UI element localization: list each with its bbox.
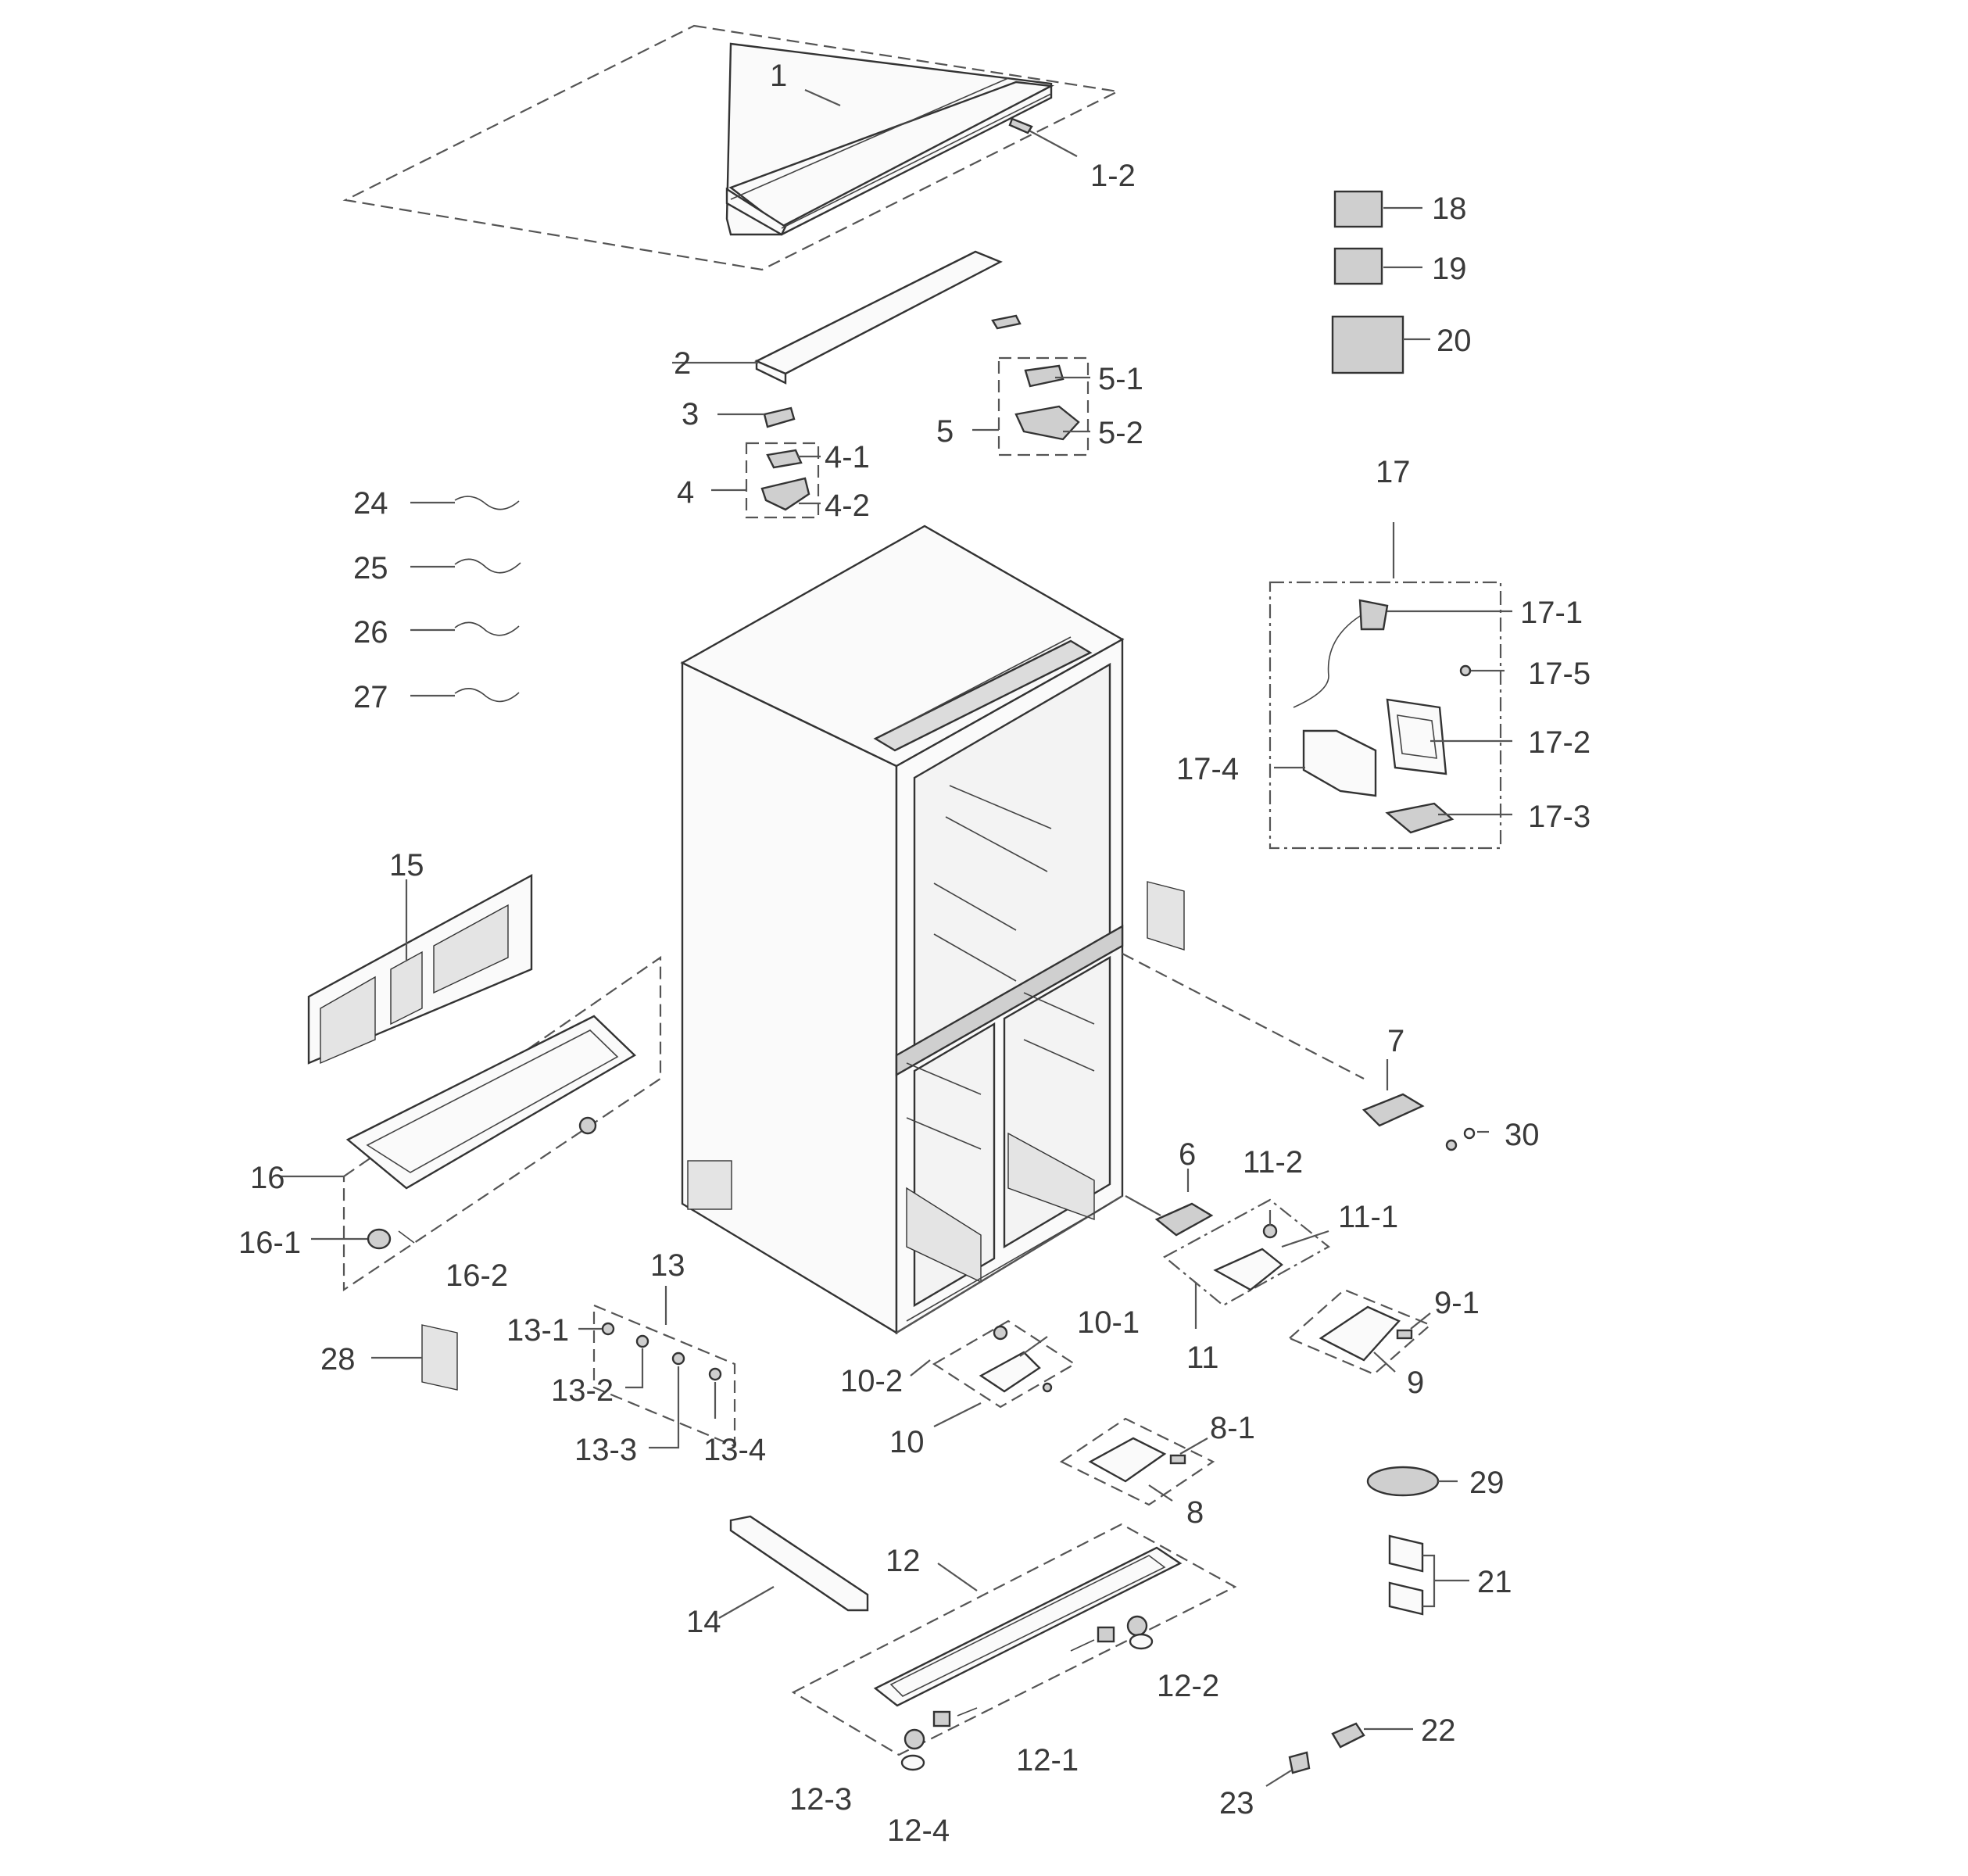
part-22-connector: [1331, 1722, 1413, 1749]
label-6: 6: [1179, 1137, 1196, 1172]
part-12-lower-base: [791, 1523, 1237, 1771]
label-23: 23: [1219, 1786, 1254, 1821]
label-9-1: 9-1: [1434, 1286, 1480, 1320]
wire-harness-24: [410, 496, 520, 510]
wire-harness-25: [410, 558, 521, 574]
label-8-1: 8-1: [1210, 1411, 1255, 1445]
label-1-2: 1-2: [1090, 159, 1136, 193]
part-17-assembly: [1268, 522, 1512, 850]
label-1: 1: [770, 59, 787, 93]
label-13-1: 13-1: [506, 1313, 569, 1348]
part-8-hinge-cover: [1059, 1417, 1215, 1506]
pcb-19: [1333, 247, 1422, 285]
label-13-4: 13-4: [703, 1433, 766, 1467]
part-16-1-roller: [311, 1228, 392, 1250]
label-12-2: 12-2: [1157, 1669, 1219, 1703]
label-17: 17: [1376, 455, 1411, 489]
label-22: 22: [1421, 1713, 1456, 1748]
label-7: 7: [1387, 1024, 1404, 1058]
label-2: 2: [674, 346, 691, 381]
wire-harness-27: [410, 688, 520, 703]
part-23-nut: [1265, 1751, 1311, 1787]
label-30: 30: [1505, 1118, 1540, 1152]
label-28: 28: [320, 1342, 356, 1377]
leader-1: [804, 88, 841, 107]
label-5: 5: [936, 414, 954, 449]
part-6-hinge: [1125, 1169, 1214, 1237]
label-14: 14: [686, 1605, 721, 1639]
pcb-18: [1333, 190, 1422, 228]
label-12-3: 12-3: [789, 1782, 852, 1817]
label-19: 19: [1432, 252, 1467, 286]
label-16-1: 16-1: [238, 1226, 301, 1260]
label-17-5: 17-5: [1528, 657, 1591, 691]
part-28-vent: [371, 1324, 458, 1391]
label-8: 8: [1186, 1495, 1204, 1530]
vent-grill-right: [1147, 881, 1185, 951]
part-21-brackets: [1388, 1534, 1469, 1616]
part-3-bracket: [717, 406, 796, 428]
label-5-2: 5-2: [1098, 416, 1143, 450]
label-11: 11: [1186, 1341, 1219, 1375]
part-15-rear-cover: [307, 873, 533, 1065]
label-10: 10: [889, 1425, 925, 1459]
part-29-fitting: [1366, 1466, 1458, 1497]
part-14-rail: [718, 1515, 869, 1619]
wire-harness-26: [410, 621, 520, 636]
label-21: 21: [1477, 1565, 1512, 1599]
label-12-4: 12-4: [887, 1813, 950, 1848]
label-4-1: 4-1: [825, 440, 870, 474]
label-29: 29: [1469, 1466, 1505, 1500]
label-12: 12: [886, 1544, 921, 1578]
part-16-base-plate: [281, 955, 662, 1292]
part-hinge-small: [991, 314, 1022, 330]
label-13: 13: [650, 1248, 685, 1283]
label-13-3: 13-3: [574, 1433, 637, 1467]
part-10-hinge-group: [910, 1319, 1077, 1427]
label-25: 25: [353, 551, 388, 585]
label-11-1: 11-1: [1338, 1200, 1398, 1234]
label-4: 4: [677, 475, 694, 510]
part-4-hinge-group: [711, 442, 821, 519]
label-26: 26: [353, 615, 388, 650]
label-16-2: 16-2: [445, 1258, 508, 1293]
label-3: 3: [682, 397, 699, 431]
part-11-hinge-group: [1163, 1198, 1330, 1329]
part-7-hinge: [1122, 953, 1489, 1151]
label-18: 18: [1432, 192, 1467, 226]
label-11-2: 11-2: [1243, 1145, 1303, 1180]
label-17-3: 17-3: [1528, 800, 1591, 834]
refrigerator-cabinet: [680, 524, 1125, 1335]
label-5-1: 5-1: [1098, 362, 1143, 396]
label-4-2: 4-2: [825, 489, 870, 523]
part-16-2-pin: [398, 1230, 415, 1244]
label-17-4: 17-4: [1176, 752, 1239, 786]
label-9: 9: [1407, 1366, 1424, 1400]
part-9-hinge-cover: [1287, 1288, 1433, 1376]
label-17-2: 17-2: [1528, 725, 1591, 760]
pcb-20: [1331, 315, 1430, 374]
label-12-1: 12-1: [1016, 1743, 1079, 1778]
part-2-top-panel: [672, 250, 1003, 385]
label-17-1: 17-1: [1520, 596, 1583, 630]
label-20: 20: [1437, 324, 1472, 358]
label-15: 15: [389, 848, 424, 883]
label-13-2: 13-2: [551, 1373, 614, 1408]
part-1-top-cover: [342, 24, 1121, 271]
label-24: 24: [353, 486, 388, 521]
label-27: 27: [353, 680, 388, 714]
label-10-2: 10-2: [840, 1364, 903, 1398]
part-5-hinge-group: [972, 356, 1090, 456]
label-10-1: 10-1: [1077, 1305, 1140, 1340]
part-13-screw-set: [578, 1286, 736, 1449]
part-labels: 1 1-2 2 3 4 4-1 4-2 5 5-1 5-2 18 19 20 1…: [238, 59, 1591, 1848]
label-16: 16: [250, 1161, 285, 1195]
part-1-2-clip: [1008, 117, 1033, 134]
